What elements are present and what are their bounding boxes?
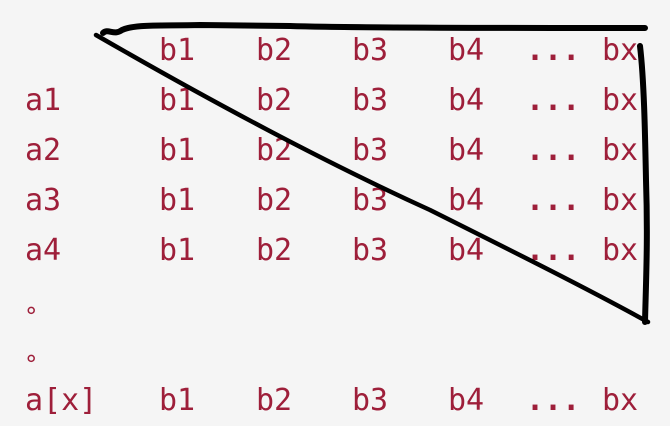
row-label-a1: a1	[25, 83, 62, 118]
row-a4-cell-b3: b3	[352, 233, 389, 268]
header-cell-b1: b1	[159, 33, 196, 68]
row-a1-cell-b4: b4	[448, 83, 485, 118]
header-cell-ellipsis: ...	[526, 33, 581, 68]
row-a2-cell-b4: b4	[448, 133, 485, 168]
row-a4-cell-b4: b4	[448, 233, 485, 268]
row-a2-cell-bx: bx	[602, 133, 639, 168]
row-label-a4: a4	[25, 233, 62, 268]
row-a3-cell-b2: b2	[256, 183, 293, 218]
row-a3-cell-b1: b1	[159, 183, 196, 218]
row-a2-cell-ellipsis: ...	[526, 133, 581, 168]
row-a4-cell-b1: b1	[159, 233, 196, 268]
row-a1-cell-b1: b1	[159, 83, 196, 118]
row-ax-cell-b4: b4	[448, 383, 485, 418]
vertical-dot-2: ∘	[24, 344, 39, 372]
row-a2-cell-b2: b2	[256, 133, 293, 168]
row-a2-cell-b1: b1	[159, 133, 196, 168]
vertical-dot-1: ∘	[24, 296, 39, 324]
header-cell-bx: bx	[602, 33, 639, 68]
header-cell-b4: b4	[448, 33, 485, 68]
row-ax-cell-ellipsis: ...	[526, 383, 581, 418]
row-a4-cell-bx: bx	[602, 233, 639, 268]
header-cell-b2: b2	[256, 33, 293, 68]
row-label-ax: a[x]	[25, 383, 98, 418]
row-a4-cell-ellipsis: ...	[526, 233, 581, 268]
header-cell-b3: b3	[352, 33, 389, 68]
row-ax-cell-bx: bx	[602, 383, 639, 418]
row-ax-cell-b1: b1	[159, 383, 196, 418]
row-a3-cell-b3: b3	[352, 183, 389, 218]
row-a3-cell-b4: b4	[448, 183, 485, 218]
row-a3-cell-ellipsis: ...	[526, 183, 581, 218]
row-a1-cell-b2: b2	[256, 83, 293, 118]
row-a2-cell-b3: b3	[352, 133, 389, 168]
row-label-a2: a2	[25, 133, 62, 168]
row-ax-cell-b3: b3	[352, 383, 389, 418]
row-a1-cell-b3: b3	[352, 83, 389, 118]
row-a1-cell-bx: bx	[602, 83, 639, 118]
row-a1-cell-ellipsis: ...	[526, 83, 581, 118]
row-label-a3: a3	[25, 183, 62, 218]
row-a3-cell-bx: bx	[602, 183, 639, 218]
row-a4-cell-b2: b2	[256, 233, 293, 268]
row-ax-cell-b2: b2	[256, 383, 293, 418]
